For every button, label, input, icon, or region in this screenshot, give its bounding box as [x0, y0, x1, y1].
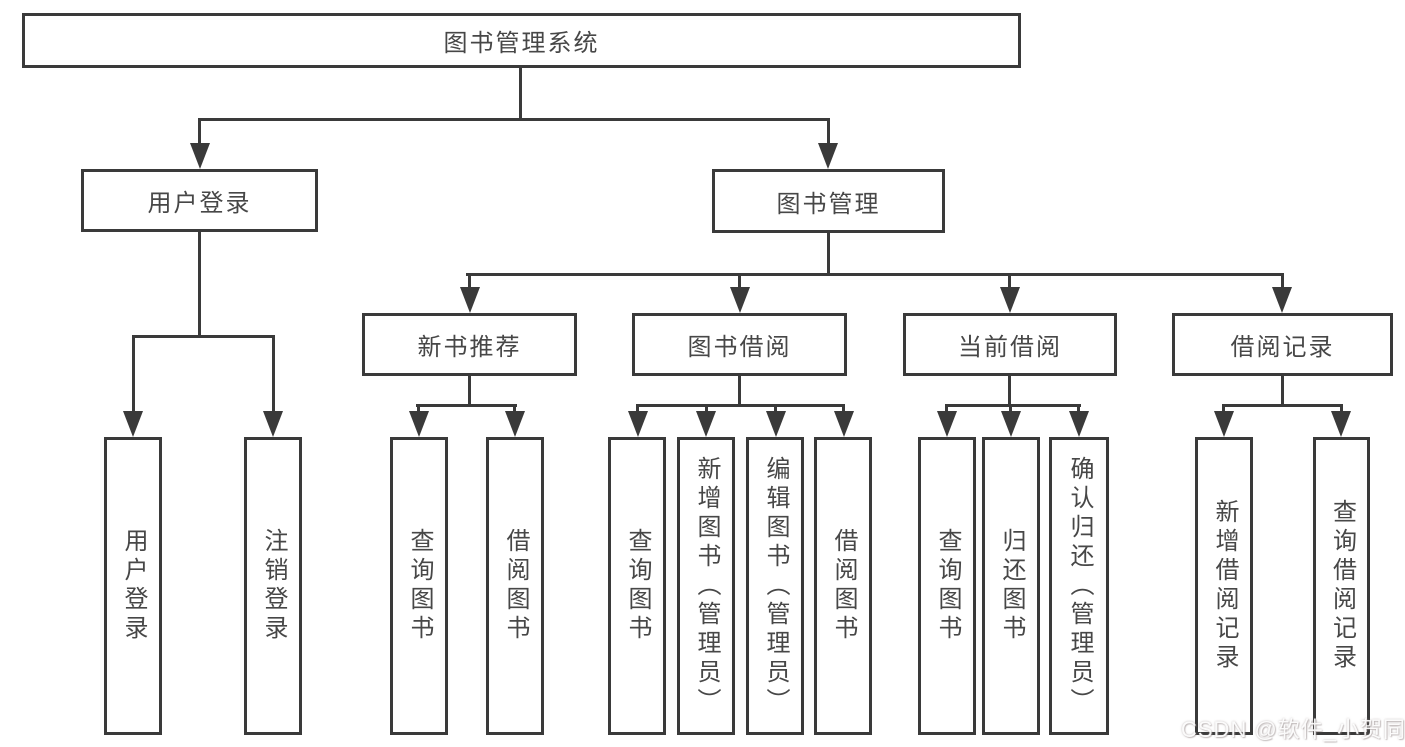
connector-line	[774, 404, 777, 413]
connector-line	[1009, 404, 1012, 413]
node-user-login-leaf: 用户登录	[104, 437, 162, 735]
node-label: 借阅图书	[502, 528, 529, 644]
node-confirm-return-admin: 确认归还（管理员）	[1049, 437, 1109, 735]
node-label: 注销登录	[260, 528, 287, 644]
arrowhead-icon	[123, 411, 143, 437]
arrowhead-icon	[190, 143, 210, 169]
arrowhead-icon	[460, 287, 480, 313]
node-label: 图书管理	[776, 190, 881, 218]
arrowhead-icon	[1331, 411, 1351, 437]
node-label: 查询图书	[406, 528, 433, 644]
node-query-books-rec: 查询图书	[390, 437, 448, 735]
node-new-book-recommendation: 新书推荐	[362, 313, 577, 376]
arrowhead-icon	[696, 411, 716, 437]
arrowhead-icon	[409, 411, 429, 437]
node-label: 查询图书	[934, 528, 961, 644]
arrowhead-icon	[937, 411, 957, 437]
node-library-management-system: 图书管理系统	[22, 13, 1021, 68]
node-add-books-admin: 新增图书（管理员）	[677, 437, 735, 735]
node-borrow-books-rec: 借阅图书	[486, 437, 544, 735]
connector-line	[1340, 404, 1343, 413]
connector-line	[513, 404, 516, 413]
arrowhead-icon	[834, 411, 854, 437]
node-borrow-books: 借阅图书	[814, 437, 872, 735]
node-borrowing-records: 借阅记录	[1172, 313, 1393, 376]
arrowhead-icon	[818, 143, 838, 169]
connector-line	[1281, 376, 1284, 407]
node-user-login: 用户登录	[81, 169, 318, 232]
node-label: 用户登录	[120, 528, 147, 644]
arrowhead-icon	[1001, 411, 1021, 437]
node-add-borrow-record: 新增借阅记录	[1195, 437, 1253, 735]
connector-line	[945, 404, 1081, 407]
connector-line	[468, 273, 471, 289]
node-query-borrow-record: 查询借阅记录	[1313, 437, 1370, 735]
node-current-borrowing: 当前借阅	[903, 313, 1117, 376]
arrowhead-icon	[628, 411, 648, 437]
node-label: 查询图书	[624, 528, 651, 644]
node-return-books: 归还图书	[982, 437, 1040, 735]
connector-line	[198, 118, 201, 145]
connector-line	[1008, 376, 1011, 407]
node-label: 编辑图书（管理员）	[762, 455, 789, 717]
node-book-borrowing: 图书借阅	[632, 313, 847, 376]
node-label: 图书借阅	[687, 334, 792, 361]
node-book-management: 图书管理	[712, 169, 945, 233]
connector-line	[466, 273, 1284, 276]
csdn-watermark: CSDN @软件_小贺同学	[1181, 717, 1405, 742]
arrowhead-icon	[730, 287, 750, 313]
node-label: 查询借阅记录	[1328, 499, 1356, 673]
connector-line	[827, 118, 830, 145]
node-label: 确认归还（管理员）	[1066, 455, 1093, 717]
arrowhead-icon	[1000, 287, 1020, 313]
connector-line	[132, 335, 275, 338]
connector-line	[272, 335, 275, 413]
node-label: 新增图书（管理员）	[693, 455, 720, 717]
connector-line	[1222, 404, 1343, 407]
connector-line	[945, 404, 948, 413]
node-logout: 注销登录	[244, 437, 302, 735]
connector-line	[198, 118, 830, 121]
connector-line	[132, 335, 135, 413]
node-query-books-borrow: 查询图书	[608, 437, 666, 735]
connector-line	[1077, 404, 1080, 413]
connector-line	[198, 232, 201, 338]
node-label: 借阅图书	[830, 528, 857, 644]
connector-line	[636, 404, 845, 407]
node-edit-books-admin: 编辑图书（管理员）	[746, 437, 804, 735]
connector-line	[468, 376, 471, 407]
connector-line	[738, 376, 741, 407]
arrowhead-icon	[766, 411, 786, 437]
node-query-books-current: 查询图书	[918, 437, 976, 735]
connector-line	[1008, 273, 1011, 289]
connector-line	[1222, 404, 1225, 413]
node-label: 归还图书	[998, 528, 1025, 644]
node-label: 用户登录	[147, 190, 252, 217]
connector-line	[1281, 273, 1284, 289]
connector-line	[416, 404, 517, 407]
arrowhead-icon	[1069, 411, 1089, 437]
node-label: 新书推荐	[417, 334, 522, 361]
node-label: 当前借阅	[958, 334, 1062, 361]
connector-line	[705, 404, 708, 413]
node-label: 新增借阅记录	[1211, 499, 1238, 673]
connector-line	[842, 404, 845, 413]
connector-line	[738, 273, 741, 289]
arrowhead-icon	[505, 411, 525, 437]
connector-line	[417, 404, 420, 413]
arrowhead-icon	[1272, 287, 1292, 313]
node-label: 图书管理系统	[443, 30, 600, 57]
connector-line	[519, 68, 522, 120]
connector-line	[636, 404, 639, 413]
node-label: 借阅记录	[1230, 334, 1335, 361]
arrowhead-icon	[1214, 411, 1234, 437]
arrowhead-icon	[263, 411, 283, 437]
connector-line	[827, 233, 830, 276]
